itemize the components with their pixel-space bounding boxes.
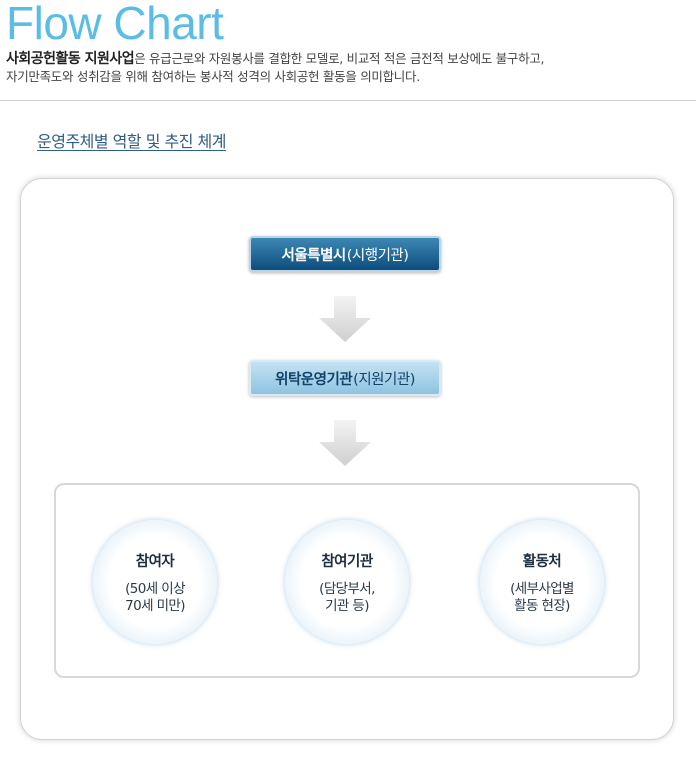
section-title: 운영주체별 역할 및 추진 체계 <box>37 132 226 151</box>
circle-participating-institutions: 참여기관 (담당부서, 기관 등) <box>285 520 409 644</box>
node-seoul-city-role: (시행기관) <box>346 247 409 264</box>
node-operating-agency-name: 위탁운영기관 <box>275 371 353 388</box>
page-title: Flow Chart <box>6 0 224 49</box>
intro-line-1-rest: 은 유급근로와 자원봉사를 결합한 모델로, 비교적 적은 금전적 보상에도 불… <box>134 51 545 66</box>
circle-institutions-line-1: (담당부서, <box>319 580 375 597</box>
circle-sites-line-1: (세부사업별 <box>510 580 574 597</box>
arrow-down-icon <box>319 296 371 342</box>
circle-participants-line-1: (50세 이상 <box>125 580 185 597</box>
node-seoul-city: 서울특별시(시행기관) <box>249 236 441 272</box>
circle-sites-line-2: 활동 현장) <box>514 597 570 614</box>
circle-institutions-line-2: 기관 등) <box>325 597 369 614</box>
circle-sites-title: 활동처 <box>522 553 562 570</box>
header-divider <box>0 100 696 101</box>
intro-line-2: 자기만족도와 성취감을 위해 참여하는 봉사적 성격의 사회공헌 활동을 의미합… <box>6 69 420 84</box>
circle-participants-line-2: 70세 미만) <box>125 597 185 614</box>
intro-bold: 사회공헌활동 지원사업 <box>6 51 135 67</box>
circle-participants-title: 참여자 <box>135 553 175 570</box>
arrow-down-icon <box>319 420 371 466</box>
node-operating-agency: 위탁운영기관(지원기관) <box>249 360 441 396</box>
circle-participants: 참여자 (50세 이상 70세 미만) <box>93 520 217 644</box>
intro-text: 사회공헌활동 지원사업은 유급근로와 자원봉사를 결합한 모델로, 비교적 적은… <box>6 50 690 86</box>
node-seoul-city-name: 서울특별시 <box>281 247 347 264</box>
circle-activity-sites: 활동처 (세부사업별 활동 현장) <box>480 520 604 644</box>
circle-institutions-title: 참여기관 <box>321 553 373 570</box>
node-operating-agency-role: (지원기관) <box>353 371 415 388</box>
intro-line-1: 사회공헌활동 지원사업은 유급근로와 자원봉사를 결합한 모델로, 비교적 적은… <box>6 50 690 68</box>
